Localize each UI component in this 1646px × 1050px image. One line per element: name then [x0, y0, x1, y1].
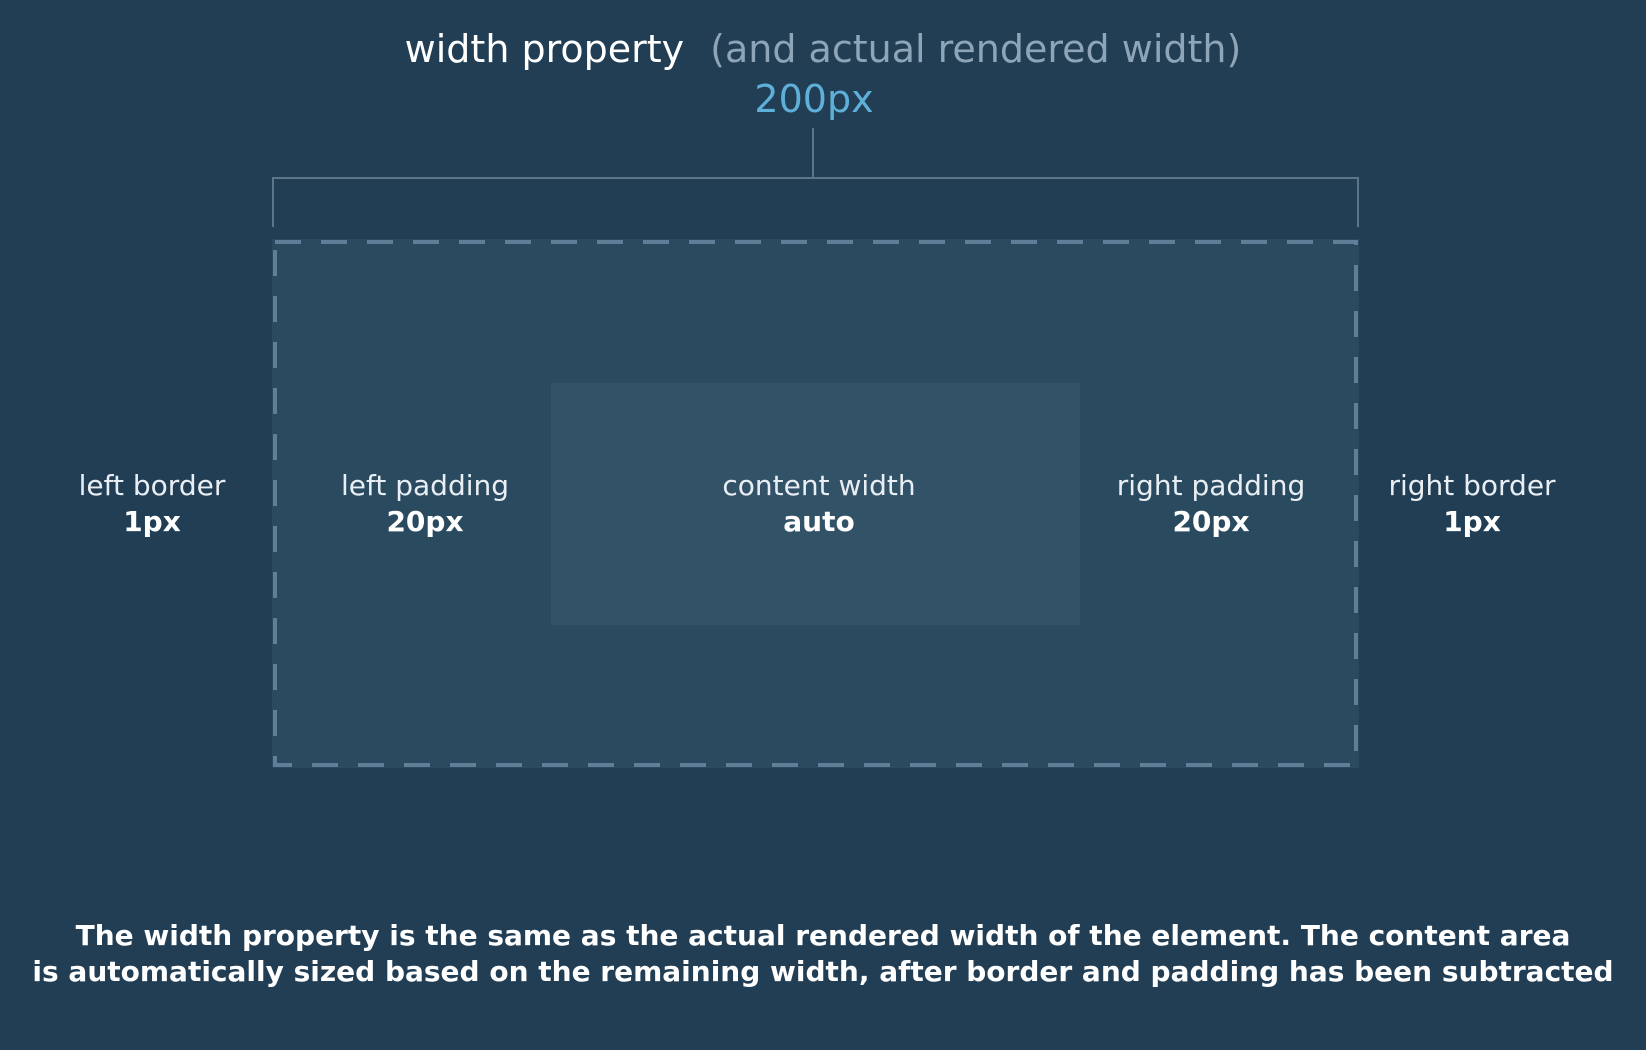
- content-area-box: [551, 383, 1080, 625]
- right-border-name: right border: [1388, 469, 1556, 502]
- right-border-value: 1px: [1443, 505, 1501, 538]
- bracket-right-tick: [1357, 177, 1359, 227]
- width-property-title: width property: [404, 27, 685, 71]
- dashed-border: [273, 240, 1358, 767]
- right-padding-label: right padding 20px: [1095, 468, 1327, 540]
- right-padding-value: 20px: [1172, 505, 1250, 538]
- left-padding-value: 20px: [386, 505, 464, 538]
- left-border-label: left border 1px: [52, 468, 252, 540]
- bracket-top-line: [272, 177, 1359, 179]
- left-padding-name: left padding: [340, 469, 510, 502]
- left-border-value: 1px: [123, 505, 181, 538]
- caption-line-2: is automatically sized based on the rema…: [32, 955, 1614, 988]
- content-width-name: content width: [722, 469, 916, 502]
- diagram-header: width property (and actual rendered width…: [0, 26, 1646, 72]
- bracket-left-tick: [272, 177, 274, 227]
- content-width-label: content width auto: [700, 468, 938, 540]
- content-width-value: auto: [783, 505, 855, 538]
- diagram-caption: The width property is the same as the ac…: [0, 918, 1646, 990]
- left-border-name: left border: [78, 469, 226, 502]
- width-property-subtitle: (and actual rendered width): [710, 27, 1242, 71]
- right-border-label: right border 1px: [1372, 468, 1572, 540]
- bracket-stem: [812, 128, 814, 177]
- width-value: 200px: [754, 77, 874, 121]
- right-padding-name: right padding: [1116, 469, 1306, 502]
- left-padding-label: left padding 20px: [312, 468, 538, 540]
- caption-line-1: The width property is the same as the ac…: [75, 919, 1571, 952]
